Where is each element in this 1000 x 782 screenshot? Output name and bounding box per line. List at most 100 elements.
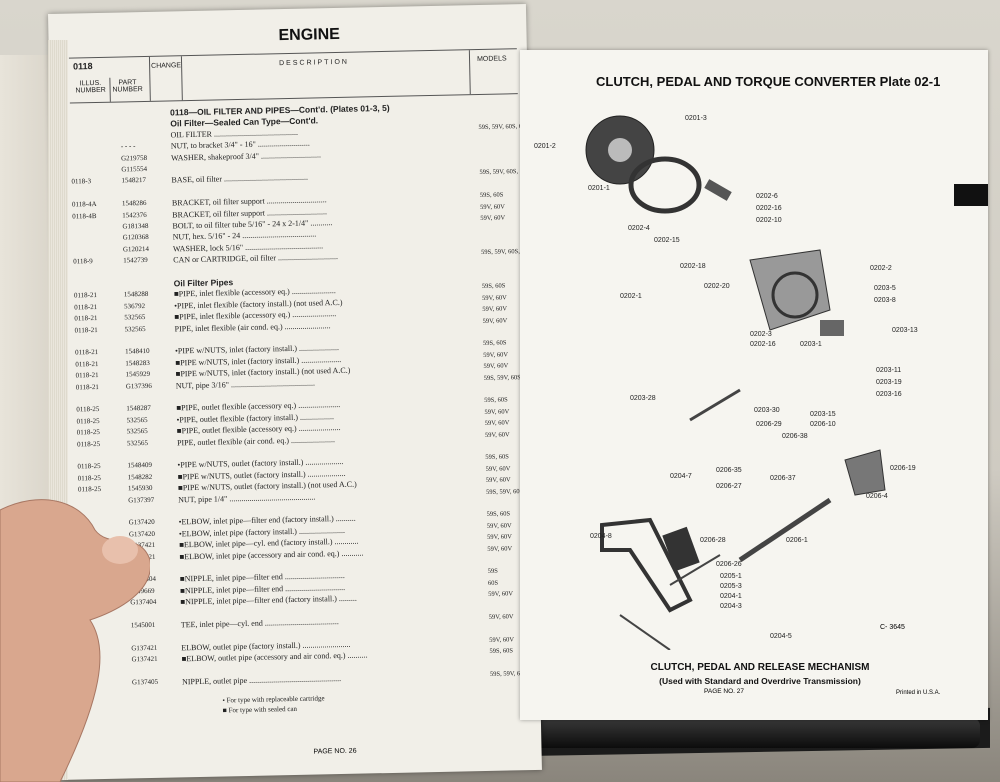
part-number: 1548288 — [123, 290, 149, 299]
callout-label: 0202-1 — [620, 293, 642, 300]
callout-label: 0206-29 — [756, 421, 782, 428]
illus-number — [73, 268, 121, 269]
models: 59S, 60S — [479, 191, 504, 200]
page-title: ENGINE — [278, 25, 341, 45]
callout-label: 0206-4 — [866, 493, 888, 500]
header-models: MODELS — [476, 55, 507, 64]
illus-number — [76, 393, 124, 394]
illus-number — [73, 234, 121, 235]
diagram-subcaption: (Used with Standard and Overdrive Transm… — [659, 676, 861, 686]
illus-number — [70, 131, 118, 132]
part-number: G219758 — [120, 153, 148, 163]
part-number: G120214 — [122, 244, 150, 254]
callout-label: 0203-1 — [800, 341, 822, 348]
release-bearing — [820, 320, 844, 336]
part-number — [120, 107, 170, 108]
illus-number: 0118-21 — [75, 371, 99, 380]
callout-label: 0205-3 — [720, 583, 742, 590]
models: 59S, 59V, 60S, 60V — [478, 122, 520, 131]
page-number: PAGE NO. 27 — [704, 688, 744, 695]
illus-number — [71, 154, 119, 155]
part-number: G115554 — [121, 164, 148, 174]
pressure-plate — [628, 156, 702, 214]
part-number: 1548286 — [121, 199, 147, 208]
housing-bore — [771, 271, 819, 319]
illus-number: 0118-21 — [74, 325, 98, 335]
callout-label: 0202-18 — [680, 263, 706, 270]
header-illus: ILLUS. NUMBER — [75, 79, 106, 95]
return-spring — [619, 614, 671, 650]
part-number: 536792 — [124, 301, 146, 311]
callout-label: 0202-15 — [654, 237, 680, 244]
part-number — [124, 278, 174, 279]
header-change: CHANGE — [151, 62, 182, 70]
callout-labels: 0201-30201-20201-10202-60202-160202-1002… — [534, 115, 918, 640]
bracket — [844, 449, 886, 496]
part-number: 1542739 — [123, 256, 148, 265]
part-number — [126, 392, 176, 393]
models: 59V, 60V — [482, 317, 508, 325]
part-number: G137396 — [125, 381, 152, 391]
models: 59S, 59V, 60S, 60V — [481, 248, 523, 257]
illus-number: 0118-21 — [74, 314, 98, 323]
illus-number — [71, 166, 119, 167]
part-number: 532565 — [126, 438, 149, 448]
footnotes: • For type with replaceable cartridge ■ … — [222, 694, 325, 716]
illus-number: 0118-25 — [76, 416, 100, 426]
part-number: 532565 — [124, 313, 146, 322]
illus-number — [77, 450, 125, 451]
clutch-hub — [608, 138, 632, 162]
callout-label: 0203-11 — [876, 367, 901, 374]
part-number: 1548409 — [127, 461, 153, 470]
illus-number: 0118-21 — [75, 359, 99, 369]
illus-number: 0118-21 — [75, 348, 99, 357]
illus-number: 0118-25 — [76, 428, 100, 437]
pedal-pad — [662, 526, 700, 572]
illus-number: 0118-21 — [73, 291, 98, 300]
illus-number — [70, 109, 118, 110]
callout-label: 0203-16 — [876, 391, 902, 398]
callout-label: 0206-1 — [786, 537, 808, 544]
callout-label: 0206-19 — [890, 465, 916, 472]
illus-number: 0118-21 — [74, 302, 98, 312]
binder-rod — [520, 718, 980, 748]
callout-label: 0204-3 — [720, 603, 742, 610]
models — [483, 328, 525, 329]
callout-label: 0206-26 — [716, 561, 742, 568]
models — [481, 225, 523, 226]
footnote: ■ For type with sealed can — [222, 704, 298, 715]
models — [479, 146, 521, 147]
part-number — [123, 267, 173, 268]
section-code: 0118 — [72, 61, 93, 72]
models: 59V, 60V — [482, 305, 508, 314]
models — [479, 134, 521, 135]
spring — [704, 179, 732, 201]
callout-label: 0202-3 — [750, 331, 772, 338]
part-number: 532565 — [124, 324, 146, 334]
callout-label: 0202-16 — [756, 205, 782, 212]
callout-label: 0203-28 — [630, 395, 656, 402]
callout-label: 0202-2 — [870, 265, 892, 272]
part-number: 1548217 — [121, 176, 147, 185]
callout-label: 0203-8 — [874, 297, 896, 304]
right-page: CLUTCH, PEDAL AND TORQUE CONVERTER Plate… — [520, 50, 988, 720]
callout-label: 0206-28 — [700, 537, 726, 544]
part-number — [120, 119, 170, 120]
callout-label: 0203-30 — [754, 407, 780, 414]
models: 59V, 60V — [483, 351, 509, 359]
illus-number — [72, 223, 120, 224]
callout-label: 0202-16 — [750, 341, 776, 348]
part-number: 1545929 — [125, 370, 151, 379]
illus-number — [75, 337, 123, 338]
column-header: 0118 ILLUS. NUMBER PART NUMBER CHANGE DE… — [68, 48, 518, 104]
illus-number: 0118-4A — [71, 200, 97, 209]
models — [481, 237, 523, 238]
callout-label: 0201-1 — [588, 185, 610, 192]
models: 59V, 60V — [481, 294, 507, 302]
callout-label: 0203-19 — [876, 379, 902, 386]
page-number: PAGE NO. 26 — [313, 747, 357, 756]
callout-label: 0204-7 — [670, 473, 692, 480]
callout-label: 0202-6 — [756, 193, 778, 200]
part-number — [125, 335, 175, 336]
callout-label: 0206-10 — [810, 421, 836, 428]
